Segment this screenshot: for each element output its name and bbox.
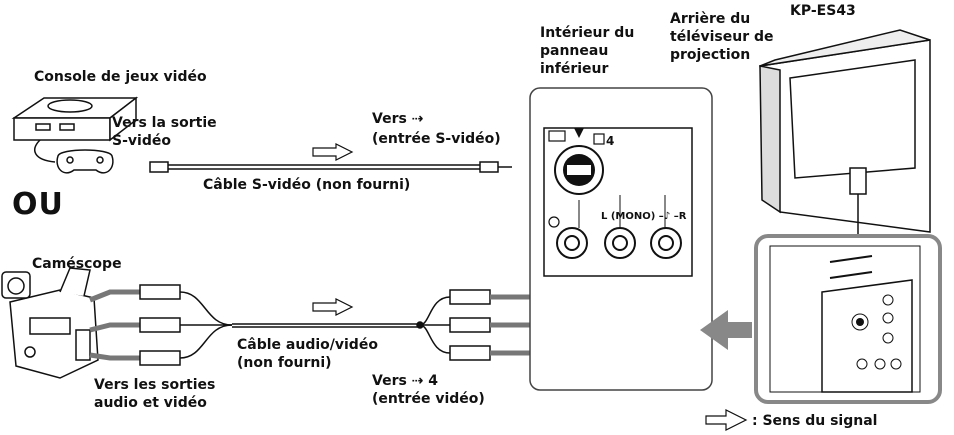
console-label: Console de jeux vidéo xyxy=(34,69,207,85)
gamepad-icon xyxy=(56,149,114,174)
svideo-output-label-1: Vers la sortie xyxy=(112,115,217,131)
panel-input-number: 4 xyxy=(606,134,615,148)
signal-direction-label: : Sens du signal xyxy=(752,413,878,429)
game-console-icon xyxy=(11,96,139,163)
camcorder-icon xyxy=(1,267,99,379)
svideo-cable-label: Câble S-vidéo (non fourni) xyxy=(203,177,411,193)
tv-rear-label-2: téléviseur de xyxy=(670,29,774,45)
av-output-label-1: Vers les sorties xyxy=(94,377,216,393)
zoom-panel xyxy=(754,234,942,404)
signal-arrow-icon xyxy=(312,143,354,161)
model-label: KP-ES43 xyxy=(790,3,856,19)
projection-tv-icon xyxy=(759,29,931,240)
svideo-input-icon xyxy=(548,130,566,142)
panel-audio-label: L (MONO) –♪ –R xyxy=(601,211,687,222)
inner-panel-label-3: inférieur xyxy=(540,61,609,77)
lower-panel xyxy=(529,87,713,391)
zoom-arrow xyxy=(700,310,752,350)
svideo-cable xyxy=(149,161,512,173)
signal-arrow-icon xyxy=(705,409,748,431)
video-input-icon xyxy=(548,133,605,228)
or-label: OU xyxy=(12,187,64,222)
inner-panel-label-2: panneau xyxy=(540,43,609,59)
video-input-label-2: (entrée vidéo) xyxy=(372,391,485,407)
video-input-label-1: Vers ⇢ 4 xyxy=(372,373,439,389)
tv-rear-label-1: Arrière du xyxy=(670,11,751,27)
av-output-label-2: audio et vidéo xyxy=(94,395,207,411)
inner-panel-label-1: Intérieur du xyxy=(540,25,635,41)
svideo-input-label-1: Vers ⇢ xyxy=(372,111,424,127)
av-cable-label-1: Câble audio/vidéo xyxy=(237,337,378,353)
signal-arrow-icon xyxy=(312,298,354,316)
av-cable-label-2: (non fourni) xyxy=(237,355,332,371)
svideo-input-label-2: (entrée S-vidéo) xyxy=(372,131,501,147)
tv-rear-label-3: projection xyxy=(670,47,751,63)
camcorder-label: Caméscope xyxy=(32,256,122,272)
svideo-output-label-2: S-vidéo xyxy=(112,133,171,149)
